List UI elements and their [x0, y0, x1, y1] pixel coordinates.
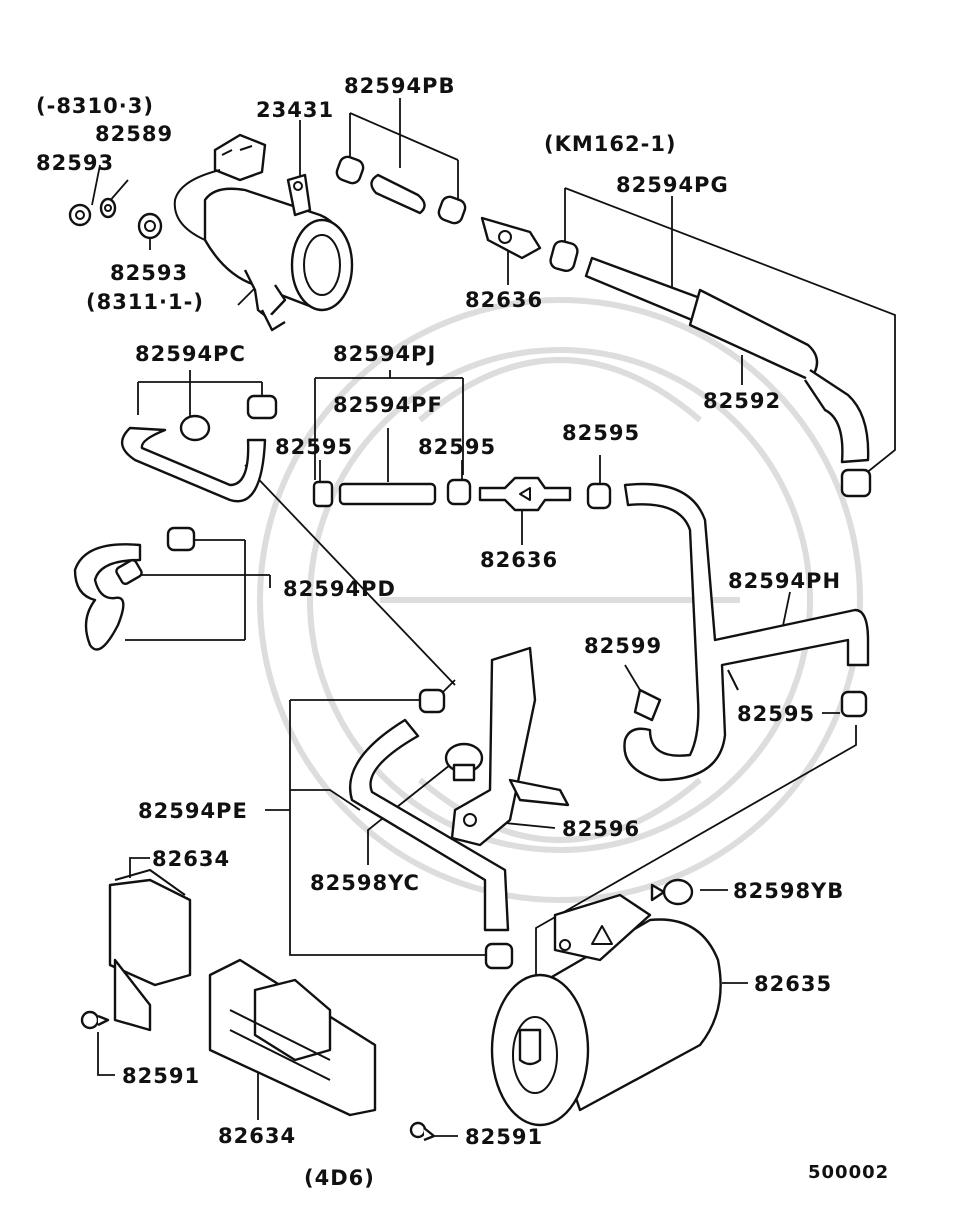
nut-82593-lower — [137, 212, 163, 240]
label-82594PC: 82594PC — [135, 342, 246, 366]
canister-82635 — [490, 893, 722, 1127]
label-82598YC: 82598YC — [310, 871, 420, 895]
label-82594PE: 82594PE — [138, 799, 248, 823]
label-82593-lower: 82593 — [110, 261, 188, 285]
label-82595-d: 82595 — [737, 702, 815, 726]
label-82596: 82596 — [562, 817, 640, 841]
label-82636-top: 82636 — [465, 288, 543, 312]
hose-82594PE — [348, 688, 514, 970]
label-82593-top: 82593 — [36, 151, 114, 175]
hose-82594PF — [312, 478, 472, 508]
label-82592: 82592 — [703, 389, 781, 413]
screw-82591-a — [80, 1010, 110, 1030]
label-82594PJ: 82594PJ — [333, 342, 436, 366]
hose-82594PH — [623, 482, 870, 782]
bolt-82598YC — [444, 742, 484, 782]
screw-82591-b — [409, 1121, 436, 1142]
clip-82599 — [633, 688, 662, 722]
label-82594PH: 82594PH — [728, 569, 841, 593]
label-23431: 23431 — [256, 98, 334, 122]
label-82594PD: 82594PD — [283, 577, 396, 601]
solenoid-valve-23431 — [173, 133, 354, 332]
hose-82594PB — [335, 155, 467, 225]
relay-82634-b — [208, 958, 377, 1117]
label-82634-a: 82634 — [152, 847, 230, 871]
bolt-82598YB — [650, 878, 694, 906]
check-valve-82636-mid — [478, 476, 572, 512]
label-82591-b: 82591 — [465, 1125, 543, 1149]
check-valve-82636-top — [480, 216, 542, 260]
label-82635: 82635 — [754, 972, 832, 996]
nut-82593-top — [68, 203, 92, 227]
label-note-km162: (KM162-1) — [544, 132, 677, 156]
label-82598YB: 82598YB — [733, 879, 844, 903]
resonator-82592 — [688, 288, 872, 498]
label-82589: 82589 — [95, 122, 173, 146]
hose-82594PD — [73, 526, 196, 651]
label-82594PF: 82594PF — [333, 393, 443, 417]
diagram-id: 500002 — [808, 1162, 889, 1183]
label-note-8310: (-8310·3) — [36, 94, 154, 118]
label-82595-b: 82595 — [418, 435, 496, 459]
label-82594PB: 82594PB — [344, 74, 455, 98]
label-82599: 82599 — [584, 634, 662, 658]
hose-82594PC — [121, 394, 278, 503]
label-82595-c: 82595 — [562, 421, 640, 445]
washer-82589 — [99, 197, 117, 219]
part-labels: (-8310·3) 82589 82593 23431 82594PB (KM1… — [36, 74, 889, 1190]
clamp-82595-c — [586, 482, 612, 510]
clamp-82595-d — [840, 690, 868, 718]
label-note-4d6: (4D6) — [304, 1166, 375, 1190]
watermark-emblem — [257, 297, 863, 903]
label-82594PG: 82594PG — [616, 173, 729, 197]
label-82636-mid: 82636 — [480, 548, 558, 572]
label-82595-a: 82595 — [275, 435, 353, 459]
bracket-82596 — [450, 646, 570, 847]
label-82634-b: 82634 — [218, 1124, 296, 1148]
label-note-8311: (8311·1-) — [86, 290, 204, 314]
label-82591-a: 82591 — [122, 1064, 200, 1088]
relay-82634-a — [108, 869, 192, 1032]
